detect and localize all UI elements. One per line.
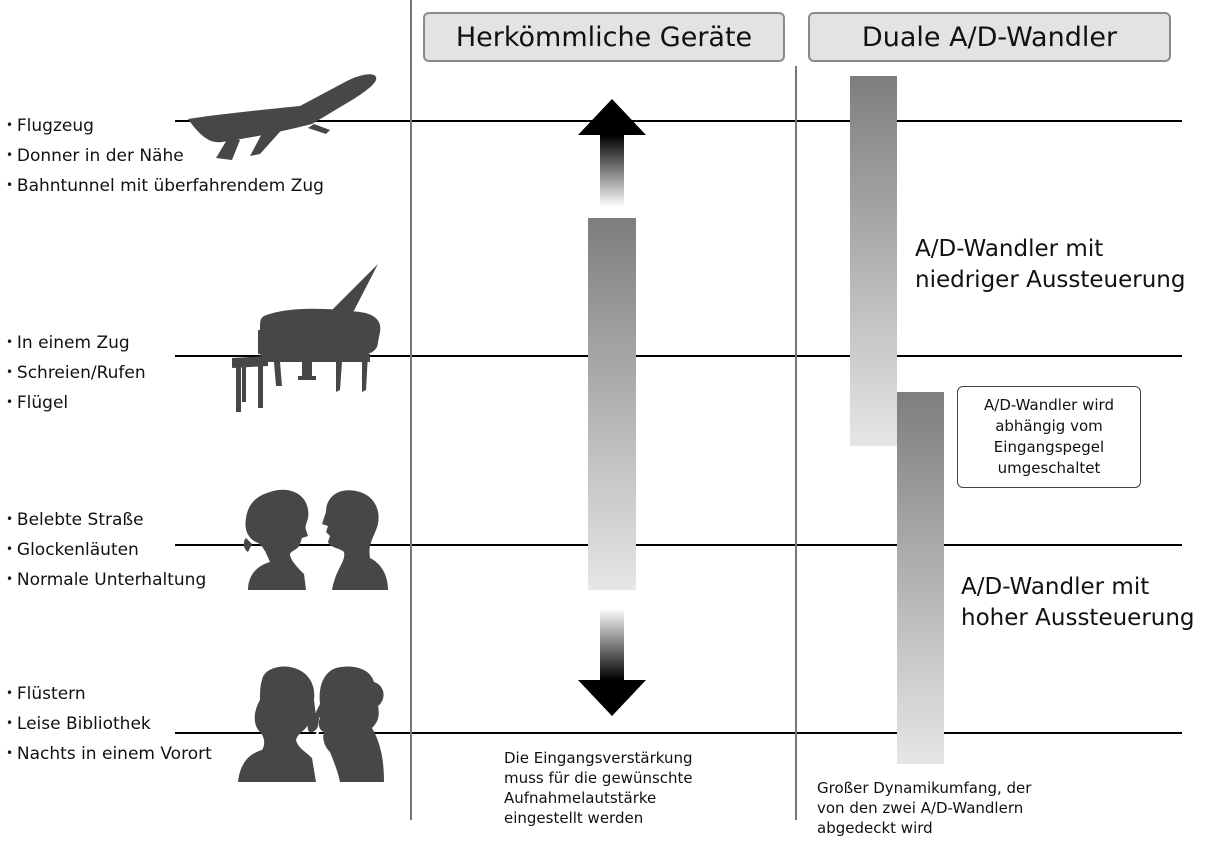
high-gain-adc-bar [897, 392, 944, 764]
converter-switch-note: A/D-Wandler wird abhängig vom Eingangspe… [957, 386, 1141, 488]
high-gain-adc-label: A/D-Wandler mit hoher Aussteuerung [961, 574, 1195, 631]
sound-group-loud: Flugzeug Donner in der Nähe Bahntunnel m… [6, 111, 324, 201]
sound-item: Leise Bibliothek [6, 709, 212, 739]
arrow-up-icon [578, 99, 646, 207]
sound-item: Bahntunnel mit überfahrendem Zug [6, 171, 324, 201]
airplane-icon [188, 74, 377, 160]
level-line-medium [175, 544, 1182, 546]
header-conventional-devices: Herkömmliche Geräte [423, 12, 785, 62]
sound-item: Nachts in einem Vorort [6, 739, 212, 769]
grand-piano-icon [232, 264, 381, 412]
sound-item: Flügel [6, 388, 146, 418]
whisper-icon [238, 666, 384, 782]
sound-item: Flugzeug [6, 111, 324, 141]
header-dual-ad-converters: Duale A/D-Wandler [808, 12, 1171, 62]
column-divider-right [795, 66, 797, 820]
sound-group-quiet: Flüstern Leise Bibliothek Nachts in eine… [6, 679, 212, 769]
conversation-icon [243, 489, 388, 590]
arrow-down-icon [578, 608, 646, 716]
sound-item: Glockenläuten [6, 535, 206, 565]
conventional-gain-bar [588, 218, 636, 590]
level-line-loud [175, 120, 1182, 122]
sound-item: Belebte Straße [6, 505, 206, 535]
sound-group-medium-loud: In einem Zug Schreien/Rufen Flügel [6, 328, 146, 418]
column-divider-left [410, 0, 412, 820]
level-line-quiet [175, 732, 1182, 734]
level-line-medium-loud [175, 355, 1182, 357]
sound-group-medium: Belebte Straße Glockenläuten Normale Unt… [6, 505, 206, 595]
sound-item: In einem Zug [6, 328, 146, 358]
low-gain-adc-bar [850, 76, 897, 446]
sound-item: Flüstern [6, 679, 212, 709]
dual-caption: Großer Dynamikumfang, der von den zwei A… [817, 779, 1032, 837]
sound-item: Normale Unterhaltung [6, 565, 206, 595]
sound-item: Schreien/Rufen [6, 358, 146, 388]
conventional-caption: Die Eingangsverstärkung muss für die gew… [504, 749, 693, 827]
low-gain-adc-label: A/D-Wandler mit niedriger Aussteuerung [915, 236, 1186, 293]
sound-item: Donner in der Nähe [6, 141, 324, 171]
